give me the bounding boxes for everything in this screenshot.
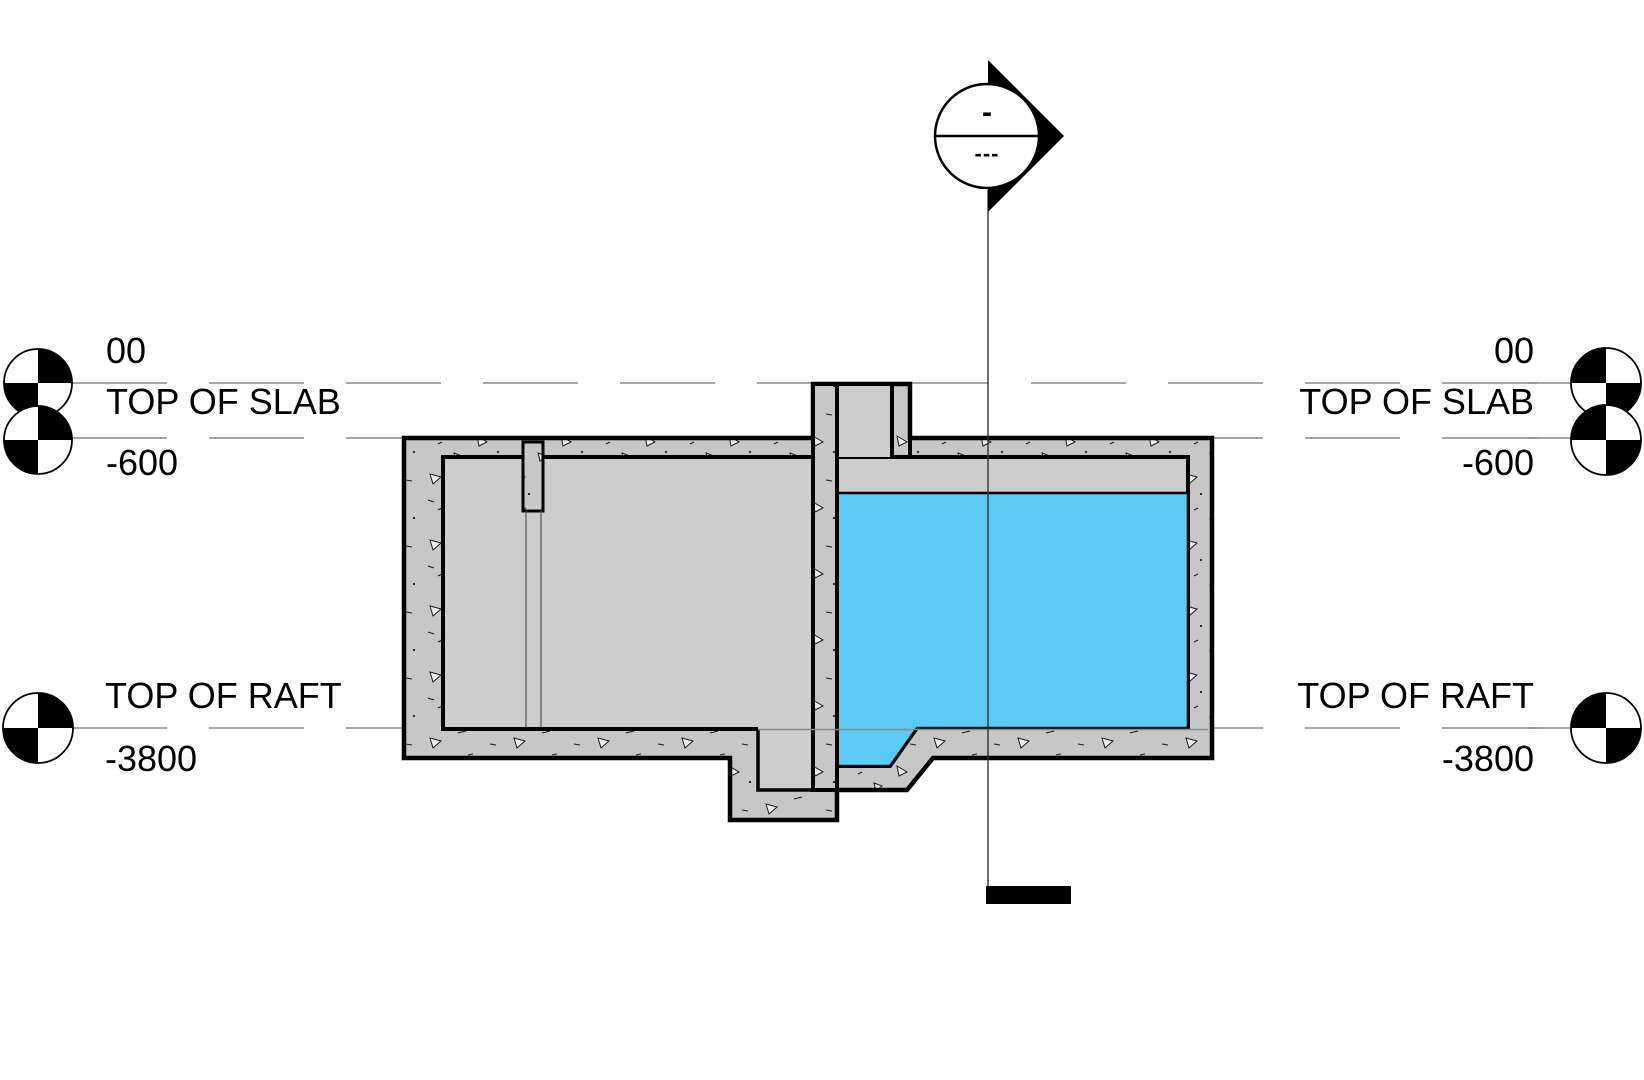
dry-chamber — [441, 455, 815, 731]
datum-head-raft-right[interactable] — [1570, 692, 1642, 764]
level-line-connectors — [1528, 382, 1571, 729]
stub-opening — [839, 386, 890, 457]
joint-lines — [525, 511, 542, 727]
sump-pit-outline — [756, 729, 813, 792]
structure[interactable] — [401, 381, 1215, 823]
water-fill[interactable] — [835, 491, 1190, 768]
level-name-00-left: 00 — [106, 330, 147, 371]
level-name-slab-right: TOP OF SLAB — [1299, 381, 1534, 422]
level-elev-raft-right: -3800 — [1441, 738, 1534, 779]
stub-wall-edges — [890, 386, 912, 457]
level-name-raft-right: TOP OF RAFT — [1297, 675, 1534, 716]
section-detail-number: - — [982, 96, 992, 129]
datum-head-slab-left[interactable] — [3, 405, 73, 475]
level-elev-raft-left: -3800 — [105, 738, 198, 779]
datum-head-raft-left[interactable] — [2, 692, 74, 764]
level-name-slab-left: TOP OF SLAB — [106, 381, 341, 422]
section-sheet-number: --- — [974, 141, 1000, 166]
dividing-wall[interactable] — [811, 382, 839, 792]
level-elev-slab-right: -600 — [1461, 442, 1534, 483]
datum-head-slab-right[interactable] — [1570, 404, 1642, 476]
section-marker[interactable] — [933, 60, 1071, 904]
level-name-00-right: 00 — [1493, 330, 1534, 371]
section-tail-bar — [986, 886, 1071, 904]
level-elev-slab-left: -600 — [106, 442, 179, 483]
sump-pit — [758, 722, 813, 790]
ceiling-downstand — [521, 440, 545, 513]
datum-heads — [2, 347, 1642, 764]
level-name-raft-left: TOP OF RAFT — [105, 675, 342, 716]
